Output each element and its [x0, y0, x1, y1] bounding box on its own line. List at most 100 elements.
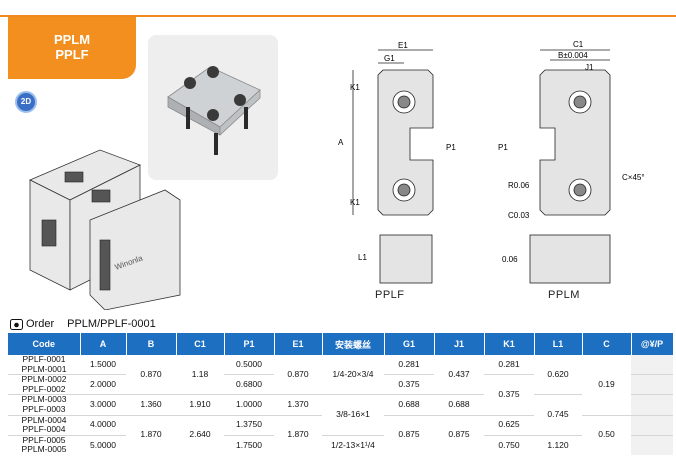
col-code: Code — [8, 333, 81, 355]
price-cell — [631, 445, 673, 455]
assembly-illustration: Winonla — [29, 149, 181, 310]
k1-cell: 0.750 — [484, 434, 534, 455]
table-row: PPLM-0005 — [8, 445, 673, 455]
g1-cell: 0.281 — [398, 358, 420, 369]
col-g1: G1 — [384, 333, 435, 355]
b-cell: 0.870 — [140, 368, 162, 379]
product-photo — [148, 35, 278, 180]
code-cell: PPLM-0004 — [8, 414, 80, 426]
screw-cell: 1/4-20×3/4 — [332, 368, 374, 379]
dim-l1: L1 — [358, 253, 367, 262]
p1-cell: 1.3750 — [224, 414, 274, 436]
p1-cell: 0.6800 — [224, 374, 274, 395]
b-cell: 1.870 — [126, 414, 176, 455]
code-cell: PPLF-0003 — [22, 403, 66, 414]
price-cell — [631, 374, 673, 385]
code-cell: PPLM-0002 — [8, 374, 80, 385]
col-c1: C1 — [176, 333, 225, 355]
phone-icon — [10, 318, 23, 330]
col-l1: L1 — [534, 333, 583, 355]
order-label: Order — [26, 318, 55, 330]
code-cell: PPLM-0001 — [21, 363, 67, 374]
j1-cell: 0.875 — [434, 414, 484, 455]
dim-height: 0.06 — [502, 255, 518, 264]
c1-cell: 1.910 — [176, 394, 224, 416]
dim-p1-right: P1 — [498, 143, 508, 152]
k1-cell: 0.625 — [484, 414, 534, 436]
dim-c1: C1 — [573, 40, 584, 49]
col-e1: E1 — [274, 333, 323, 355]
a-cell: 1.5000 — [90, 358, 116, 369]
j1-cell: 0.437 — [448, 368, 470, 379]
dim-k1-top: K1 — [350, 83, 360, 92]
k1-cell: 0.375 — [484, 374, 534, 416]
table-row: PPLF-0003 — [8, 403, 673, 416]
l1-cell: 0.620 — [547, 368, 569, 379]
order-line: Order PPLM/PPLF-0001 — [10, 318, 156, 330]
order-example: PPLM/PPLF-0001 — [67, 318, 156, 330]
p1-cell: 1.0000 — [224, 394, 274, 416]
a-cell: 2.0000 — [80, 374, 126, 395]
spec-table: Code A B C1 P1 E1 安装螺丝 G1 J1 K1 L1 C @¥/… — [8, 333, 674, 455]
g1-cell: 0.375 — [384, 374, 434, 395]
table-row: PPLM-0003 3.0000 1.360 1.910 1.0000 1.37… — [8, 394, 673, 436]
dim-k1-bottom: K1 — [350, 198, 360, 207]
price-cell — [631, 394, 673, 405]
g1-cell: 0.875 — [384, 414, 434, 455]
e1-cell: 0.870 — [287, 368, 309, 379]
c-cell: 0.19 — [598, 378, 615, 389]
2d-view-icon[interactable]: 2D — [15, 91, 37, 113]
table-row: PPLM-0001 — [8, 363, 673, 375]
g1-cell: 0.688 — [384, 394, 434, 416]
a-cell: 3.0000 — [80, 394, 126, 416]
j1-cell: 0.688 — [434, 394, 484, 416]
e1-cell: 1.370 — [274, 394, 322, 416]
p1-cell: 0.5000 — [236, 358, 262, 369]
dim-j1: J1 — [585, 63, 594, 72]
screw-cell: 3/8-16×1 — [322, 394, 384, 436]
col-a: A — [80, 333, 127, 355]
table-row: PPLM-0004 4.0000 1.870 2.640 1.3750 1.87… — [8, 414, 673, 455]
dim-p1: P1 — [446, 143, 456, 152]
label-pplf: PPLF — [375, 289, 405, 301]
product-badge: PPLM PPLF — [8, 17, 136, 79]
price-cell — [631, 425, 673, 436]
title-pplf: PPLF — [55, 47, 89, 62]
dim-c45: C×45° — [622, 173, 645, 182]
price-cell — [631, 414, 673, 426]
table-header: Code A B C1 P1 E1 安装螺丝 G1 J1 K1 L1 C @¥/… — [8, 333, 674, 355]
col-b: B — [126, 333, 177, 355]
price-cell — [631, 355, 673, 365]
l1-cell: 1.120 — [534, 434, 582, 455]
p1-cell: 1.7500 — [224, 434, 274, 455]
screw-cell: 1/2-13×1¹/4 — [322, 434, 384, 455]
k1-cell: 0.281 — [498, 358, 520, 369]
code-cell: PPLF-0005 — [8, 434, 80, 446]
col-k1: K1 — [484, 333, 535, 355]
code-cell: PPLF-0004 — [22, 424, 66, 435]
dim-e1: E1 — [398, 41, 408, 50]
c1-cell: 2.640 — [176, 414, 224, 455]
code-cell: PPLF-0002 — [22, 383, 66, 394]
e1-cell: 1.870 — [274, 414, 322, 455]
col-j1: J1 — [434, 333, 485, 355]
col-price: @¥/P — [631, 333, 674, 355]
title-pplm: PPLM — [53, 32, 91, 47]
price-cell — [631, 404, 673, 416]
code-cell: PPLM-0003 — [8, 394, 80, 405]
price-cell — [631, 384, 673, 395]
l1-cell: 0.745 — [534, 394, 582, 436]
dim-b: B±0.004 — [558, 51, 588, 60]
c-cell: 0.50 — [582, 414, 631, 455]
code-cell: PPLF-0001 — [22, 354, 66, 364]
table-row: PPLF-0004 — [8, 424, 673, 436]
table-row: PPLF-0005 5.0000 1.7500 1/2-13×1¹/4 0.75… — [8, 434, 673, 455]
header-rule — [0, 15, 676, 17]
dim-chamfer: C0.03 — [508, 211, 530, 220]
table-row: PPLF-0002 — [8, 383, 673, 395]
dim-g1: G1 — [384, 54, 395, 63]
price-cell — [631, 364, 673, 375]
label-pplm: PPLM — [548, 289, 580, 301]
pplf-drawing: E1 G1 K1 A P1 K1 L1 — [338, 41, 456, 284]
table-row: PPLF-0001 1.5000 0.870 1.18 0.5000 0.870… — [8, 354, 673, 389]
